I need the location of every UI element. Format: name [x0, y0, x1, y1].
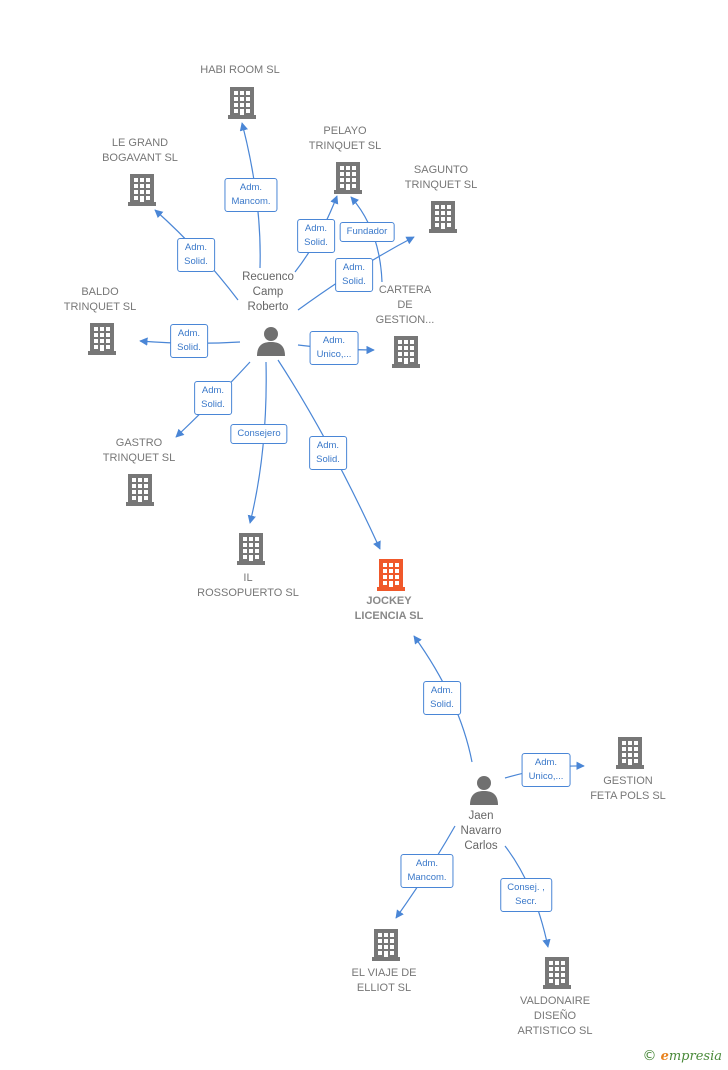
person-icon: [470, 776, 498, 805]
building-icon: [372, 929, 400, 961]
building-icon: [334, 162, 362, 194]
edge-tag-habi[interactable]: Adm. Mancom.: [224, 178, 278, 212]
company-label-gestion-feta[interactable]: GESTION FETA POLS SL: [590, 775, 666, 802]
edge-tag-fundador[interactable]: Fundador: [339, 222, 395, 242]
company-label-gastro[interactable]: GASTRO TRINQUET SL: [102, 437, 176, 464]
edge-tag-cartera[interactable]: Adm. Unico,...: [309, 331, 359, 365]
edge-tag-baldo[interactable]: Adm. Solid.: [170, 324, 208, 358]
company-label-le-grand[interactable]: LE GRAND BOGAVANT SL: [102, 137, 178, 164]
building-icon: [392, 336, 420, 368]
person-icon: [257, 327, 285, 356]
building-icon: [237, 533, 265, 565]
edge-tag-pelayo[interactable]: Adm. Solid.: [297, 219, 335, 253]
edge-ilrosso: [247, 361, 267, 524]
brand-initial: e: [660, 1049, 669, 1064]
company-label-sagunto[interactable]: SAGUNTO TRINQUET SL: [404, 164, 478, 191]
edge-tag-valdonaire[interactable]: Consej. , Secr.: [500, 878, 552, 912]
edge-tag-jockey1[interactable]: Adm. Solid.: [309, 436, 347, 470]
company-label-pelayo[interactable]: PELAYO TRINQUET SL: [308, 125, 382, 152]
edge-tag-jockey2[interactable]: Adm. Solid.: [423, 681, 461, 715]
building-icon: [543, 957, 571, 989]
edge-tag-sagunto[interactable]: Adm. Solid.: [335, 258, 373, 292]
company-label-el-viaje[interactable]: EL VIAJE DE ELLIOT SL: [351, 967, 417, 994]
building-icon: [126, 474, 154, 506]
edge-tag-elviaje[interactable]: Adm. Mancom.: [400, 854, 454, 888]
copyright-symbol: ©: [642, 1048, 657, 1064]
building-icon-focus: [377, 559, 405, 591]
company-label-cartera[interactable]: CARTERA DE GESTION...: [375, 284, 435, 326]
building-icon: [429, 201, 457, 233]
building-icon: [228, 87, 256, 119]
building-icon: [88, 323, 116, 355]
company-label-valdonaire[interactable]: VALDONAIRE DISEÑO ARTISTICO SL: [517, 995, 593, 1037]
person-icons: [257, 327, 498, 805]
company-label-il-rosso[interactable]: IL ROSSOPUERTO SL: [197, 572, 299, 599]
person-label-recuenco[interactable]: Recuenco Camp Roberto: [242, 271, 294, 313]
company-label-baldo[interactable]: BALDO TRINQUET SL: [63, 286, 137, 313]
company-label-jockey[interactable]: JOCKEY LICENCIA SL: [354, 595, 424, 622]
brand-name: mpresia: [668, 1049, 722, 1064]
building-icon: [616, 737, 644, 769]
edge-tag-ilrosso[interactable]: Consejero: [230, 424, 288, 444]
company-label-habi-room[interactable]: HABI ROOM SL: [200, 64, 280, 76]
copyright-brand[interactable]: © empresia: [642, 1048, 722, 1064]
edge-tag-gestion[interactable]: Adm. Unico,...: [521, 753, 571, 787]
building-icon: [128, 174, 156, 206]
edge-tag-gastro[interactable]: Adm. Solid.: [194, 381, 232, 415]
edge-tag-legrand[interactable]: Adm. Solid.: [177, 238, 215, 272]
person-label-jaen[interactable]: Jaen Navarro Carlos: [460, 810, 502, 852]
